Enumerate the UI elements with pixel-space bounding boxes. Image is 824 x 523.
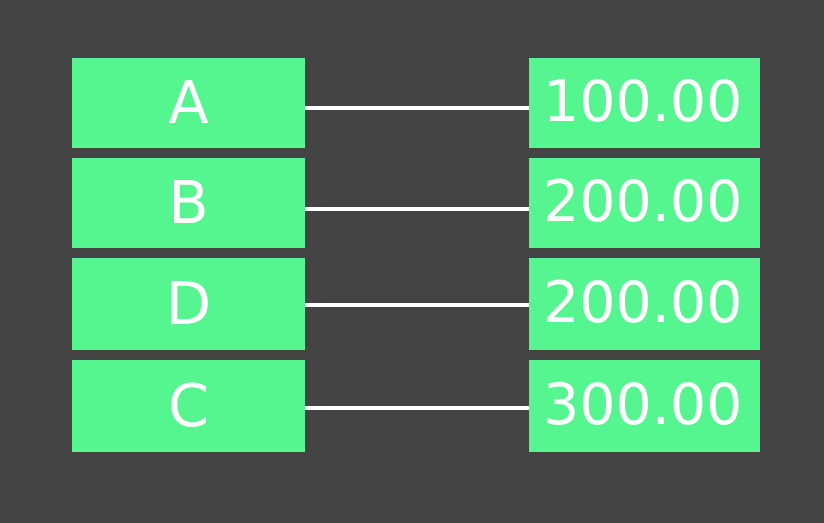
target-node-200-b[interactable]: 200.00 — [529, 158, 760, 248]
sankey-link — [305, 106, 529, 110]
source-node-label: C — [167, 370, 210, 440]
sankey-link — [305, 303, 529, 307]
source-node-d[interactable]: D — [72, 258, 305, 350]
source-node-c[interactable]: C — [72, 360, 305, 452]
source-node-b[interactable]: B — [72, 158, 305, 248]
target-node-100[interactable]: 100.00 — [529, 58, 760, 148]
target-node-300[interactable]: 300.00 — [529, 360, 760, 452]
source-node-label: A — [168, 67, 209, 137]
sankey-link — [305, 406, 529, 410]
target-node-value: 200.00 — [543, 168, 743, 235]
target-node-200-d[interactable]: 200.00 — [529, 258, 760, 350]
target-node-value: 200.00 — [543, 269, 743, 336]
source-node-label: D — [165, 268, 212, 338]
target-node-value: 100.00 — [543, 68, 743, 135]
source-node-a[interactable]: A — [72, 58, 305, 148]
source-node-label: B — [168, 167, 209, 237]
sankey-link — [305, 207, 529, 211]
target-node-value: 300.00 — [543, 371, 743, 438]
